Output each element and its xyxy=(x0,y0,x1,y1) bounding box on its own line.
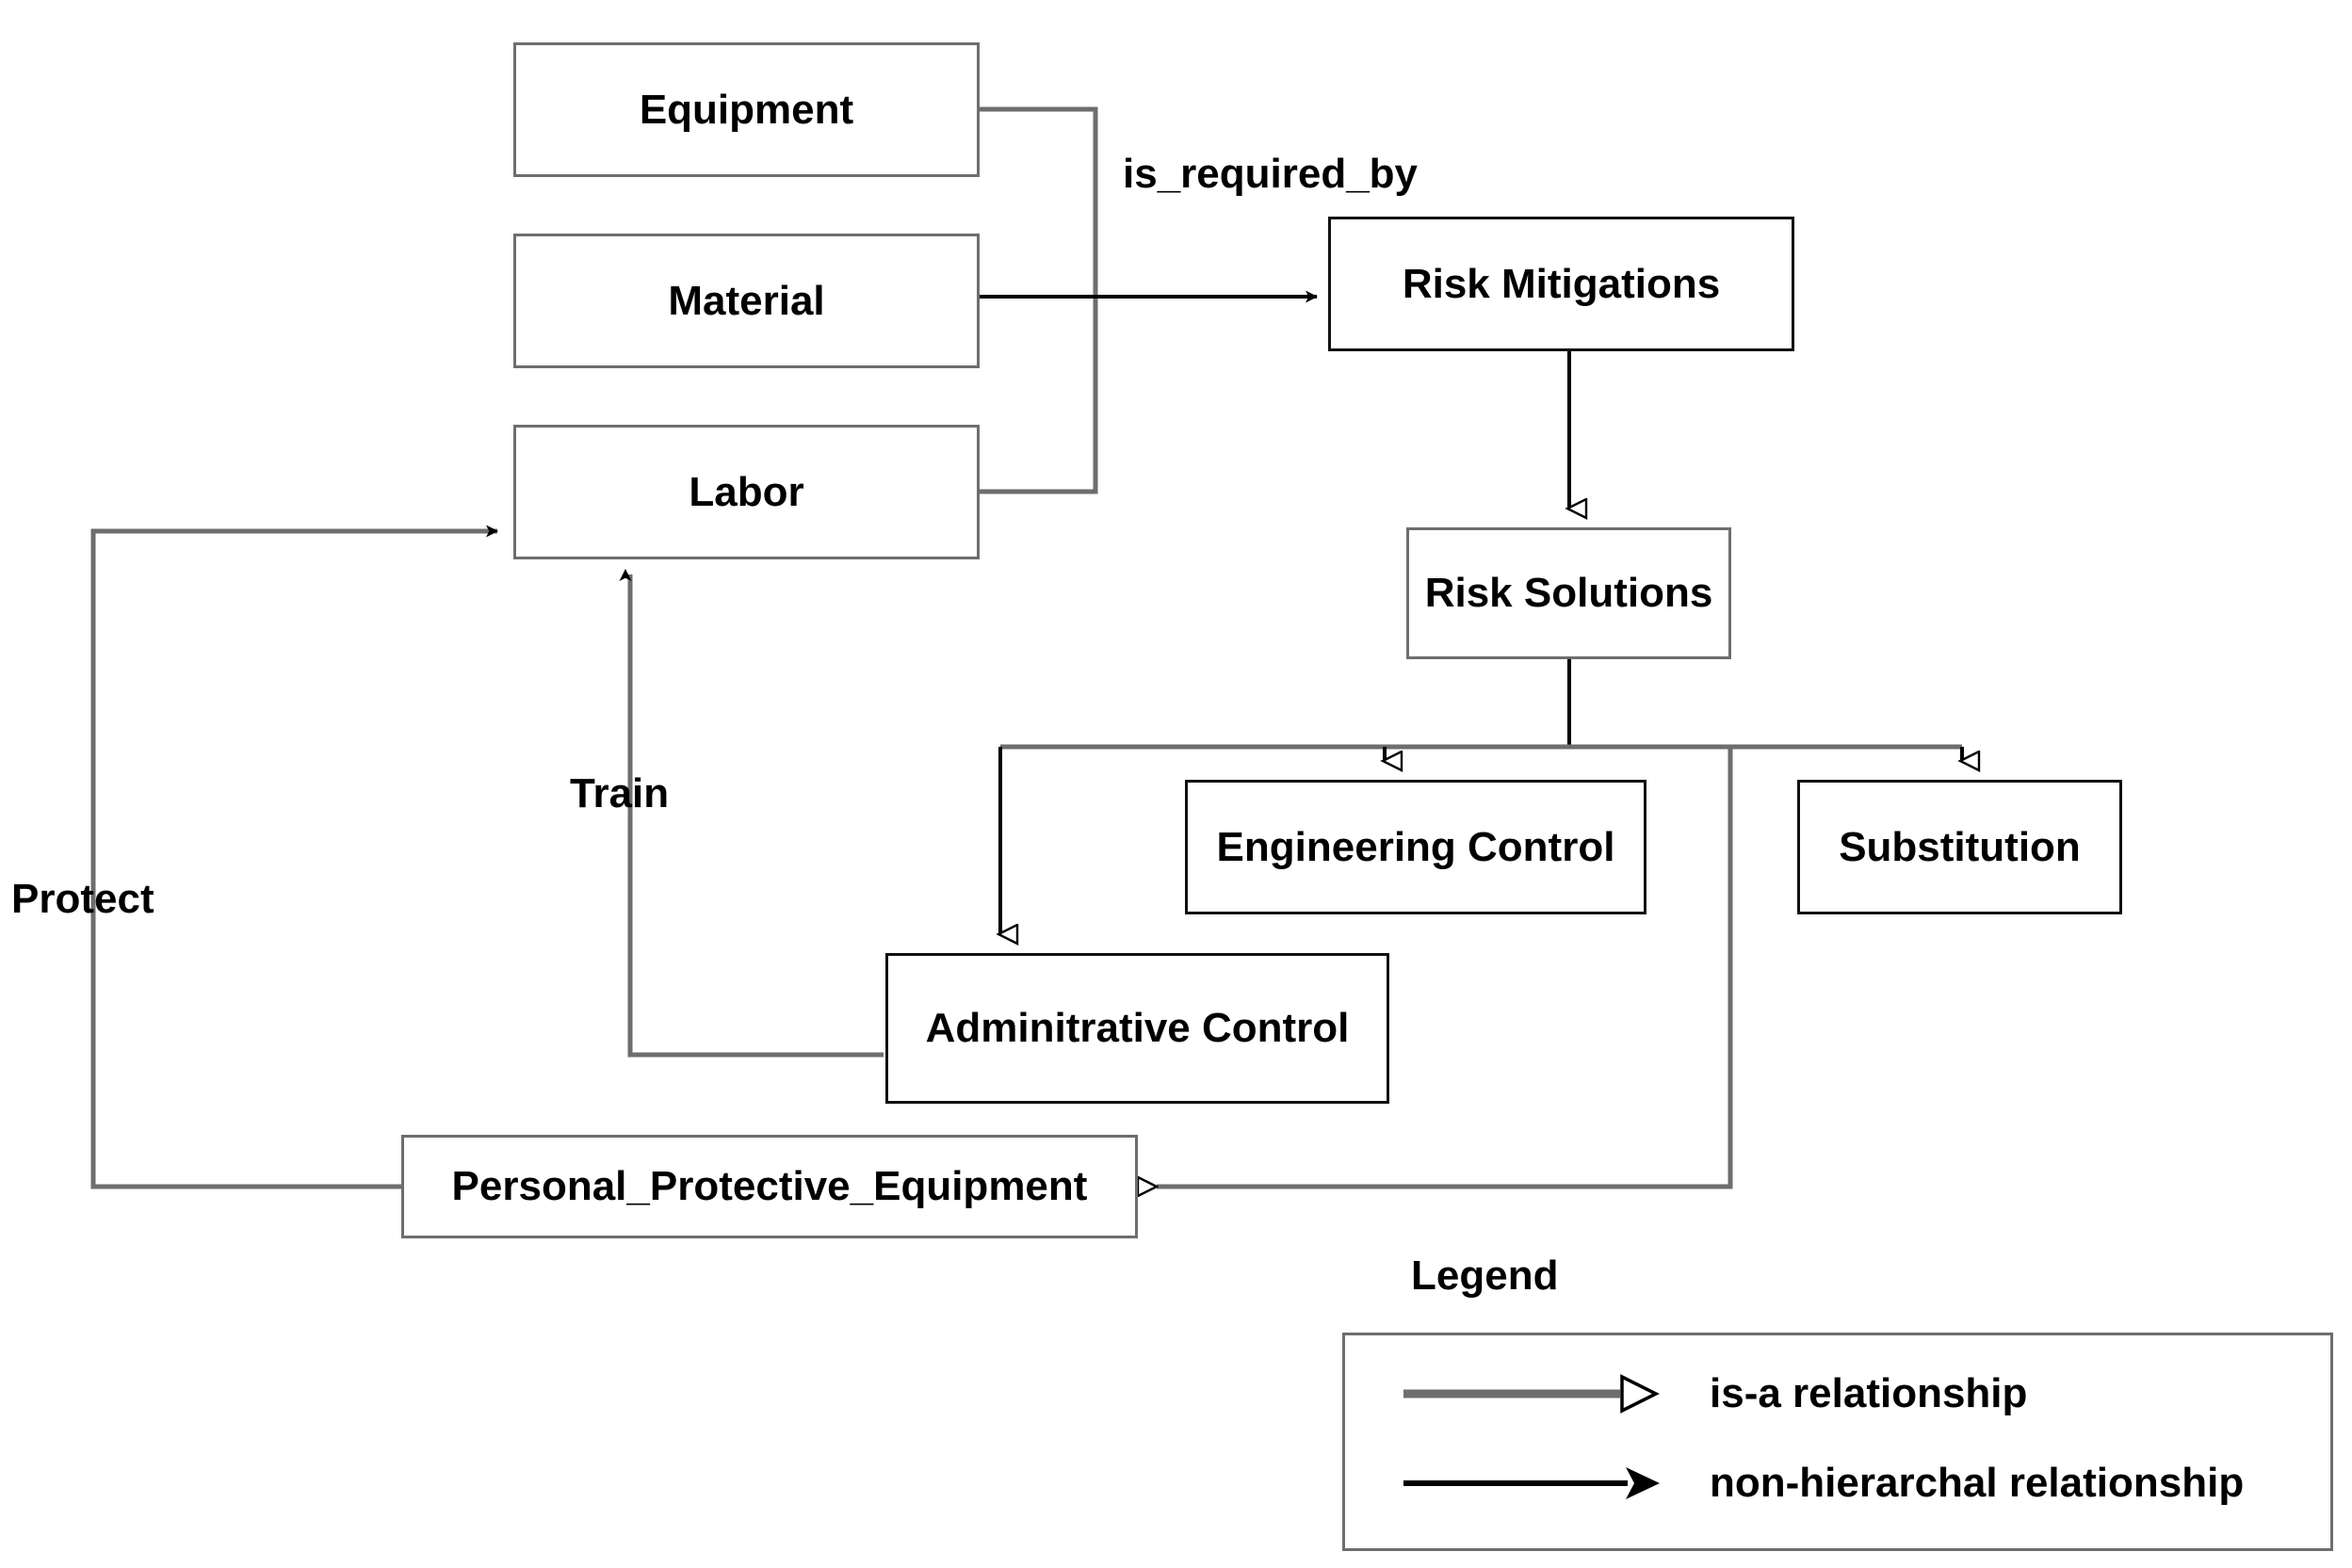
node-personal-protective-equipment[interactable]: Personal_Protective_Equipment xyxy=(401,1135,1138,1238)
edge-label-protect: Protect xyxy=(11,876,154,922)
node-administrative-control[interactable]: Adminitrative Control xyxy=(885,953,1389,1104)
node-material-label: Material xyxy=(668,277,825,324)
legend-title: Legend xyxy=(1411,1253,1559,1299)
node-administrative-control-label: Adminitrative Control xyxy=(925,1005,1350,1051)
legend-nonhier-sample xyxy=(1403,1467,1660,1499)
legend-item-non-hierarchal-label: non-hierarchal relationship xyxy=(1710,1460,2245,1506)
edge-risk-solutions-bus xyxy=(1000,659,1962,750)
edge-ppe-isa-risk-solutions xyxy=(1157,747,1733,1187)
legend-isa-sample xyxy=(1403,1374,1660,1414)
node-equipment-label: Equipment xyxy=(639,86,854,133)
node-engineering-control-label: Engineering Control xyxy=(1216,823,1615,870)
edge-administrative-control-train-labor xyxy=(619,569,884,1058)
edge-equipment-to-risk-mitigations xyxy=(980,106,1098,297)
node-material[interactable]: Material xyxy=(513,234,980,368)
edge-label-is-required-by: is_required_by xyxy=(1123,151,1419,197)
node-engineering-control[interactable]: Engineering Control xyxy=(1185,780,1646,914)
edge-ppe-protect-labor xyxy=(90,525,498,1189)
node-labor[interactable]: Labor xyxy=(513,425,980,559)
legend-item-is-a-label: is-a relationship xyxy=(1710,1370,2028,1416)
node-personal-protective-equipment-label: Personal_Protective_Equipment xyxy=(451,1163,1088,1209)
node-labor-label: Labor xyxy=(689,468,804,515)
edge-labor-to-risk-mitigations xyxy=(980,297,1098,494)
node-equipment[interactable]: Equipment xyxy=(513,42,980,177)
legend-box xyxy=(1342,1333,2333,1551)
node-risk-solutions[interactable]: Risk Solutions xyxy=(1406,527,1731,659)
edge-label-train: Train xyxy=(570,770,670,816)
node-risk-mitigations-label: Risk Mitigations xyxy=(1402,260,1721,307)
node-risk-mitigations[interactable]: Risk Mitigations xyxy=(1328,217,1794,351)
node-risk-solutions-label: Risk Solutions xyxy=(1424,570,1713,616)
node-substitution-label: Substitution xyxy=(1839,823,2081,870)
node-substitution[interactable]: Substitution xyxy=(1797,780,2122,914)
